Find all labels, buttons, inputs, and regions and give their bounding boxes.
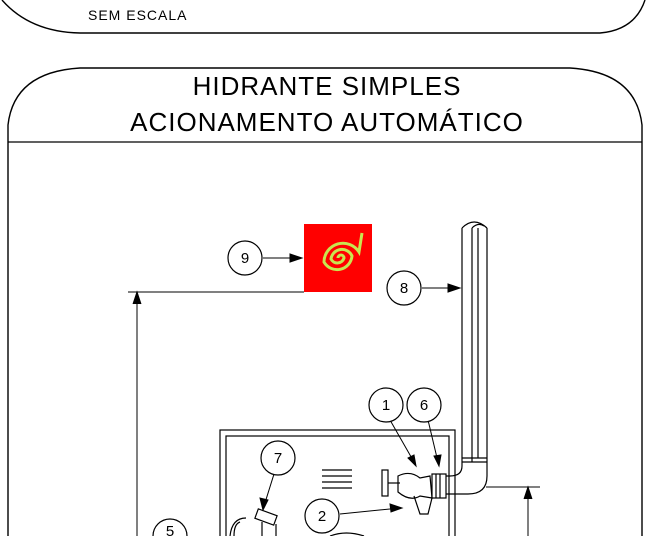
callout-6-label: 6 <box>420 397 428 414</box>
callout-8 <box>386 270 422 306</box>
callout-1-label: 1 <box>382 397 390 414</box>
callouts <box>152 240 442 536</box>
hydrant-valve <box>381 469 447 515</box>
vertical-pipe <box>446 221 488 495</box>
callout-9-label: 9 <box>241 250 249 267</box>
callout-6 <box>406 387 442 423</box>
callout-7 <box>260 440 296 476</box>
callout-1 <box>368 387 404 423</box>
dimension-lines <box>128 290 540 536</box>
callout-5-label: 5 <box>166 523 174 536</box>
callout-9 <box>227 240 263 276</box>
cabinet <box>219 429 456 536</box>
top-panel: SEM ESCALA <box>1 0 646 34</box>
callout-2 <box>304 498 340 534</box>
title-line-1: HIDRANTE SIMPLES <box>193 71 462 101</box>
hose-connector <box>229 508 365 536</box>
callout-numbers: 9 8 1 6 7 2 5 <box>166 250 428 536</box>
scale-note: SEM ESCALA <box>88 7 187 23</box>
hose-reel-icon <box>304 224 372 292</box>
title-line-2: ACIONAMENTO AUTOMÁTICO <box>130 107 524 137</box>
main-panel: HIDRANTE SIMPLES ACIONAMENTO AUTOMÁTICO <box>7 67 643 536</box>
callout-5 <box>152 518 188 536</box>
callout-8-label: 8 <box>400 280 408 297</box>
leader-lines <box>259 253 462 515</box>
callout-2-label: 2 <box>318 508 326 525</box>
callout-7-label: 7 <box>274 450 282 467</box>
